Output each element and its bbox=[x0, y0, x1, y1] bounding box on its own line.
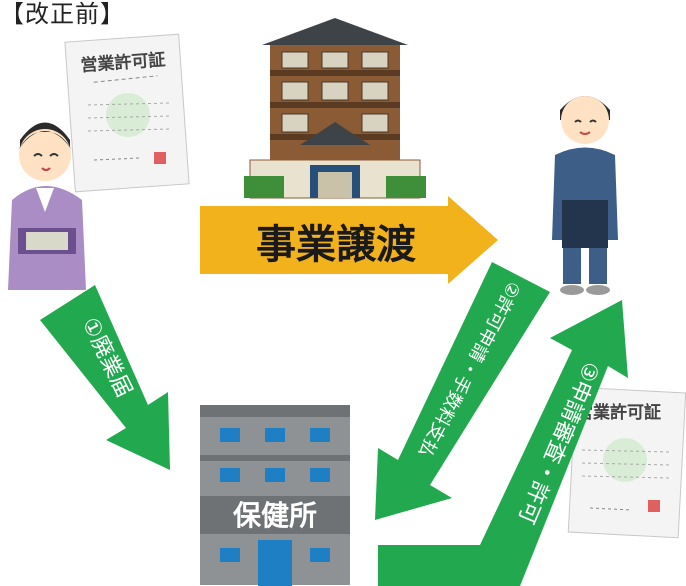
page-title: 【改正前】 bbox=[0, 0, 125, 28]
license-heading-right: 営業許可証 bbox=[576, 402, 661, 423]
seal-watermark bbox=[106, 93, 150, 137]
application-label: ②許可申請・手数料支払 bbox=[414, 278, 525, 461]
inn-building bbox=[244, 18, 426, 199]
health-center-building: 保健所 bbox=[200, 405, 350, 586]
transfer-label: 事業譲渡 bbox=[256, 222, 416, 268]
man-successor-figure bbox=[552, 96, 618, 295]
license-certificate-left: 営業許可証 bbox=[64, 33, 190, 193]
abolition-arrow: ①廃業届 bbox=[40, 285, 170, 470]
transfer-arrow: 事業譲渡 bbox=[200, 196, 498, 284]
health-center-label: 保健所 bbox=[233, 499, 317, 532]
license-certificate-right: 営業許可証 bbox=[567, 386, 686, 539]
stamp-icon bbox=[154, 152, 166, 164]
woman-owner-figure bbox=[8, 122, 86, 290]
